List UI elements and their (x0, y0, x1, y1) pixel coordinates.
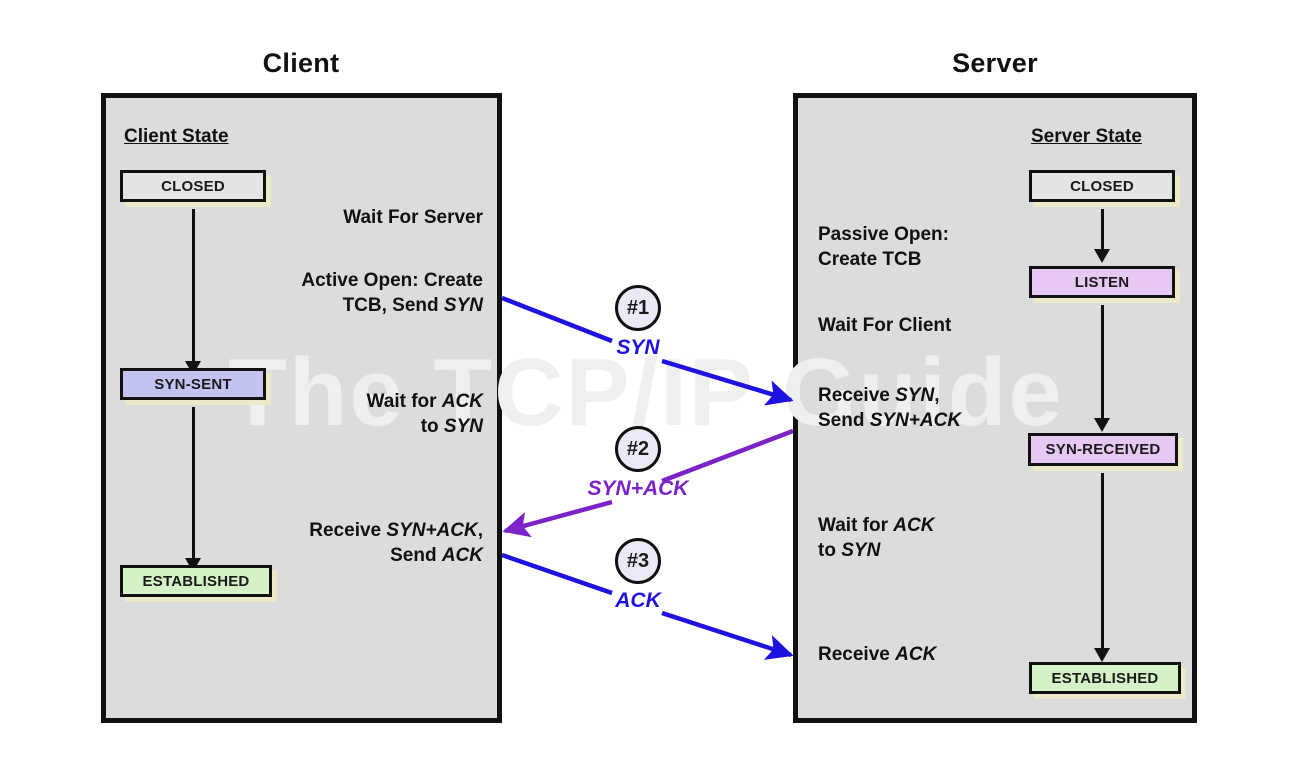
message-badge-3: #3 (615, 538, 661, 584)
message-line-syn-left (502, 295, 613, 344)
message-label-synack: SYN+ACK (587, 477, 689, 500)
message-line-synack-right (661, 428, 793, 484)
server-event-wait-for-client: Wait For Client (818, 315, 952, 336)
client-state-established: ESTABLISHED (120, 565, 272, 597)
server-state-listen: LISTEN (1029, 266, 1175, 298)
message-badge-2: #2 (615, 426, 661, 472)
client-event-receive-synack: Receive SYN+ACK,Send ACK (309, 520, 483, 566)
server-state-heading: Server State (1031, 126, 1142, 147)
server-event-passive-open: Passive Open:Create TCB (818, 224, 949, 270)
message-channel: #1 SYN #2 SYN+ACK #3 ACK (502, 93, 793, 723)
client-event-wait-for-server: Wait For Server (343, 207, 483, 228)
server-state-closed: CLOSED (1029, 170, 1175, 202)
server-column-title: Server (952, 48, 1038, 78)
client-arrow-synsent-to-established (185, 407, 201, 572)
client-column-title: Client (262, 48, 340, 78)
server-event-receive-ack: Receive ACK (818, 644, 937, 665)
client-state-syn-sent: SYN-SENT (120, 368, 266, 400)
server-arrow-closed-to-listen (1094, 209, 1110, 263)
message-line-synack-left (502, 499, 613, 538)
server-event-receive-syn: Receive SYN,Send SYN+ACK (818, 385, 962, 431)
message-label-ack: ACK (615, 589, 661, 612)
client-state-closed: CLOSED (120, 170, 266, 202)
server-arrow-listen-to-synreceived (1094, 305, 1110, 432)
message-line-syn-right (661, 358, 793, 406)
server-state-syn-received: SYN-RECEIVED (1028, 433, 1178, 466)
message-badge-1: #1 (615, 285, 661, 331)
message-line-ack-right (661, 610, 793, 660)
server-arrow-synreceived-to-established (1094, 473, 1110, 662)
message-label-syn: SYN (616, 336, 660, 359)
server-state-established: ESTABLISHED (1029, 662, 1181, 694)
client-state-heading: Client State (124, 126, 229, 147)
message-line-ack-left (502, 552, 613, 596)
client-arrow-closed-to-synsent (185, 209, 201, 375)
